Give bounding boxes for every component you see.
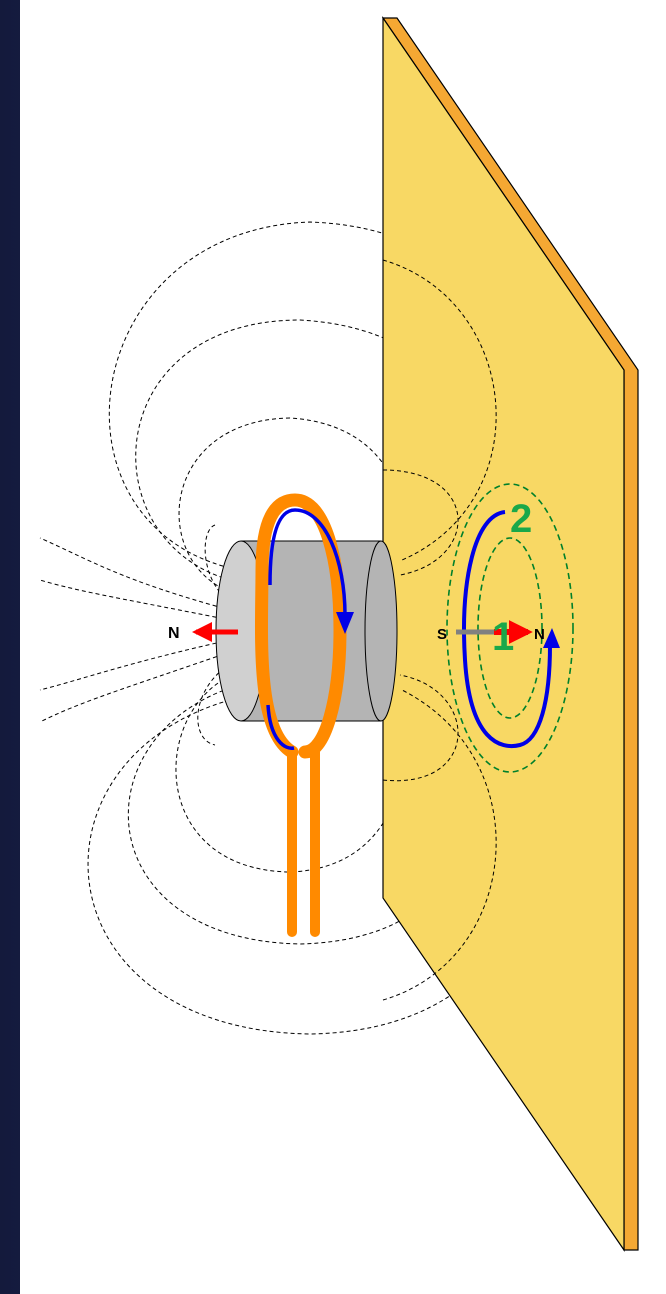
eddy-current-arrow — [462, 510, 552, 748]
eddy-current-arrow-icon — [543, 628, 560, 648]
magnet — [215, 540, 398, 722]
dipole-north-label: N — [534, 626, 545, 643]
field-line — [39, 651, 231, 723]
field-line — [197, 663, 231, 746]
coil-loop — [254, 493, 347, 759]
field-line — [382, 689, 497, 1001]
coil-leads — [287, 747, 320, 937]
field-line — [382, 259, 497, 561]
field-line — [127, 649, 470, 945]
current-direction-arrow-icon — [336, 612, 354, 634]
field-line — [39, 579, 231, 621]
eddy-loop-inner — [477, 537, 543, 719]
field-line — [382, 674, 459, 782]
dipole-south-label: S — [437, 626, 447, 643]
field-line — [39, 639, 231, 691]
field-line — [204, 524, 231, 603]
field-line — [178, 417, 408, 601]
loop-1-label: 1 — [492, 615, 514, 659]
eddy-current-loops — [446, 483, 574, 773]
magnet-north-label: N — [168, 625, 180, 642]
loop-2-label: 2 — [510, 497, 532, 541]
field-line — [39, 537, 231, 611]
coil-current-arrow — [266, 508, 347, 750]
eddy-loop-outer — [446, 483, 574, 773]
magnet-back — [364, 540, 398, 722]
